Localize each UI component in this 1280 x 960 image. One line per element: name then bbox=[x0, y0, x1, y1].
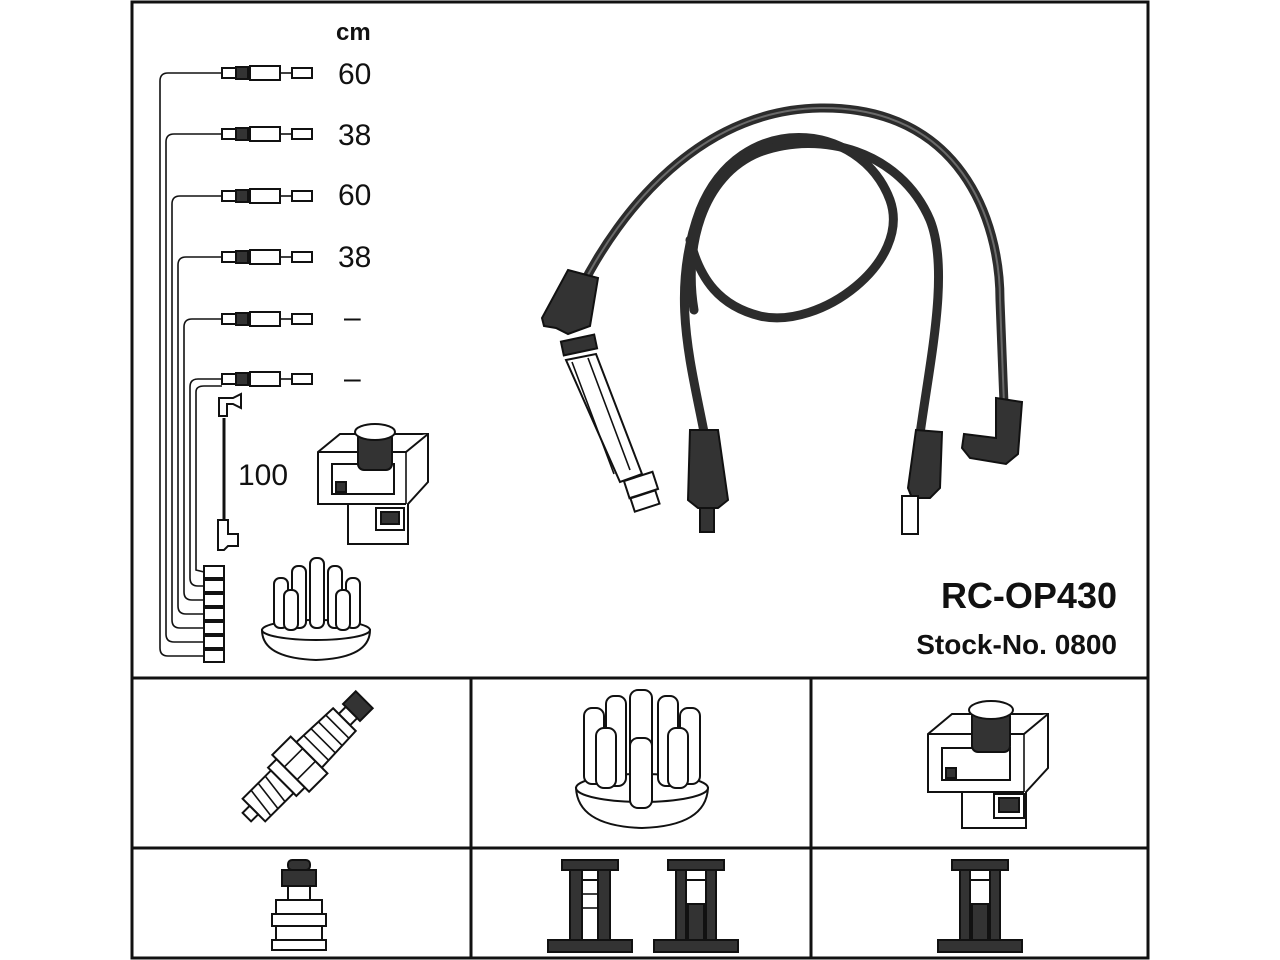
cap-terminal-icon bbox=[547, 859, 633, 953]
lead-ferrule bbox=[235, 189, 249, 203]
lead-cable bbox=[189, 378, 222, 587]
distributor-cap-icon bbox=[260, 557, 372, 662]
lead-ferrule bbox=[235, 312, 249, 326]
lead-ferrule bbox=[235, 127, 249, 141]
lead-connector bbox=[249, 65, 281, 81]
lead-terminal bbox=[291, 67, 313, 79]
lead-ferrule bbox=[235, 66, 249, 80]
lead-length-1: 60 bbox=[338, 58, 371, 91]
coil-terminal-icon bbox=[937, 859, 1023, 953]
lead-terminal bbox=[291, 190, 313, 202]
lead-schematic bbox=[159, 65, 313, 663]
diagram-frame bbox=[130, 0, 1150, 960]
part-code: RC-OP430 bbox=[941, 575, 1117, 616]
unit-label: cm bbox=[336, 19, 371, 46]
cap-lead-terminal bbox=[203, 649, 225, 663]
lead-length-2: 38 bbox=[338, 119, 371, 152]
lead-length-3: 60 bbox=[338, 179, 371, 212]
lead-boot bbox=[221, 128, 237, 140]
lead-cable bbox=[177, 256, 222, 615]
lead-boot bbox=[221, 251, 237, 263]
plug-terminal-icon bbox=[271, 859, 327, 951]
ignition-coil-icon bbox=[927, 700, 1049, 829]
lead-connector bbox=[249, 311, 281, 327]
coil-lead bbox=[217, 392, 242, 551]
lead-cable bbox=[171, 195, 222, 629]
coil-lead-length: 100 bbox=[238, 459, 288, 492]
lead-boot bbox=[221, 190, 237, 202]
distributor-cap-icon bbox=[574, 689, 710, 830]
cap-lead-terminal bbox=[203, 607, 225, 621]
lead-ferrule bbox=[235, 372, 249, 386]
coil-lead-cable bbox=[195, 385, 222, 393]
lead-length-5: – bbox=[344, 301, 361, 334]
lead-connector bbox=[249, 188, 281, 204]
lead-terminal bbox=[291, 128, 313, 140]
ignition-cable-drawing bbox=[540, 103, 1024, 535]
cap-lead-terminal bbox=[203, 579, 225, 593]
lead-terminal bbox=[291, 373, 313, 385]
lead-boot bbox=[221, 313, 237, 325]
ignition-coil-icon bbox=[317, 423, 429, 545]
lead-connector bbox=[249, 371, 281, 387]
lead-length-4: 38 bbox=[338, 241, 371, 274]
lead-connector bbox=[249, 249, 281, 265]
spark-plug-icon bbox=[241, 689, 375, 823]
cap-lead-terminal bbox=[203, 621, 225, 635]
cap-lead-terminal bbox=[203, 635, 225, 649]
lead-cable bbox=[165, 133, 222, 643]
lead-length-6: – bbox=[344, 362, 361, 395]
cap-lead-terminal bbox=[203, 593, 225, 607]
lead-terminal bbox=[291, 313, 313, 325]
lead-cable bbox=[183, 318, 222, 601]
cap-lead-terminal bbox=[203, 565, 225, 579]
coil-lead-cable bbox=[195, 392, 205, 573]
cap-terminal-icon bbox=[653, 859, 739, 953]
stock-number: Stock-No. 0800 bbox=[916, 629, 1117, 660]
lead-cable bbox=[159, 72, 222, 657]
lead-boot bbox=[221, 373, 237, 385]
lead-boot bbox=[221, 67, 237, 79]
lead-connector bbox=[249, 126, 281, 142]
lead-terminal bbox=[291, 251, 313, 263]
lead-ferrule bbox=[235, 250, 249, 264]
